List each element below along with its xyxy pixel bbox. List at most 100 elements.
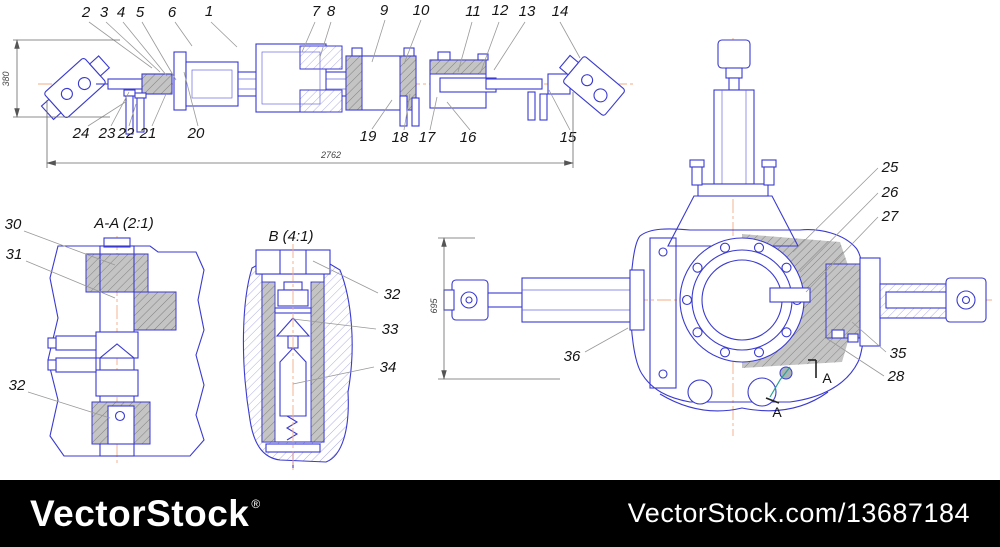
left-axle-arm — [443, 269, 645, 331]
mid-cone — [98, 343, 136, 359]
left-flange-plate — [649, 237, 677, 389]
callout-22: 22 — [117, 125, 135, 142]
callout-24: 24 — [72, 125, 90, 142]
bottom-loop-left — [687, 379, 713, 405]
vectorstock-logo: VectorStock® — [30, 493, 261, 535]
side-bolts — [47, 335, 97, 373]
section-cut-marks: A A — [765, 359, 832, 420]
callout-30: 30 — [5, 216, 22, 233]
callout-5: 5 — [136, 4, 145, 21]
cylinder-head-inner — [191, 69, 233, 99]
cut-plane-trace — [769, 366, 791, 398]
detail-b-title: B (4:1) — [268, 228, 313, 245]
central-housing — [255, 43, 343, 113]
callout-1: 1 — [205, 3, 213, 20]
kingpin-cap — [103, 237, 131, 248]
callout-28: 28 — [887, 368, 905, 385]
steering-cylinder-tower — [667, 89, 799, 287]
side-bearing-section — [133, 291, 177, 331]
grease-hole — [114, 410, 126, 422]
bottom-callout-leaders — [87, 71, 571, 131]
callout-23: 23 — [98, 125, 116, 142]
left-tie-rod — [107, 78, 145, 90]
callout-26: 26 — [881, 184, 899, 201]
center-lock-pins — [399, 95, 420, 127]
top-assembly-side-view — [38, 43, 634, 135]
right-axle-arm — [859, 257, 987, 347]
axle-housing-outline — [630, 228, 866, 403]
callout-25: 25 — [881, 159, 899, 176]
axle-assembly-technical-drawing: 2 3 4 5 6 1 7 8 9 10 11 12 13 14 — [1, 2, 992, 470]
callout-32-detail: 32 — [384, 286, 401, 303]
callout-27: 27 — [881, 208, 899, 225]
callout-21: 21 — [139, 125, 157, 142]
bolt-hole — [753, 242, 765, 253]
bottom-callout-numbers: 24 23 22 21 20 19 18 17 16 15 — [72, 125, 577, 146]
dim-695-label: 695 — [429, 298, 439, 314]
callout-11: 11 — [465, 3, 481, 20]
bolt-hole — [753, 347, 765, 358]
wheel-hub — [679, 237, 805, 363]
callout-36: 36 — [564, 348, 581, 365]
dimension-2762: 2762 — [46, 92, 574, 168]
callout-4: 4 — [117, 4, 125, 21]
top-callout-numbers: 2 3 4 5 6 1 7 8 9 10 11 12 13 14 — [81, 2, 569, 21]
registered-mark: ® — [251, 496, 261, 511]
section-aa-view: A-A (2:1) 30 31 32 — [5, 215, 205, 464]
callout-3: 3 — [100, 4, 109, 21]
flange-stack — [345, 47, 417, 111]
left-yoke-joint — [40, 55, 111, 121]
bolt-hole — [681, 294, 693, 306]
callout-20: 20 — [187, 125, 205, 142]
callout-9: 9 — [380, 2, 389, 19]
right-tie-rod — [485, 78, 543, 90]
right-cylinder — [429, 51, 497, 109]
detail-b-view: B (4:1) 3 — [242, 228, 401, 470]
cavity-wall-left — [261, 281, 276, 443]
callout-31: 31 — [6, 246, 23, 263]
callout-19: 19 — [360, 128, 377, 145]
left-lock-pins — [123, 89, 147, 135]
callout-2: 2 — [81, 4, 91, 21]
section-aa-title: A-A (2:1) — [93, 215, 153, 232]
left-coupling-section — [141, 73, 173, 95]
top-callout-leaders — [88, 19, 581, 81]
right-yoke-joint — [558, 54, 625, 116]
watermark-bar: VectorStock® VectorStock.com/13687184 — [0, 480, 1000, 547]
callout-13: 13 — [519, 3, 536, 20]
mount-plate — [173, 51, 187, 111]
bottom-loop-right — [747, 377, 777, 407]
dimension-695: 695 — [429, 237, 560, 380]
callout-33: 33 — [382, 321, 399, 338]
callout-15: 15 — [560, 129, 577, 146]
callout-17: 17 — [419, 129, 436, 146]
callout-10: 10 — [413, 2, 430, 19]
brand-text: VectorStock — [30, 492, 250, 534]
top-clevis — [717, 39, 751, 91]
callout-8: 8 — [327, 3, 336, 20]
cylinder-head-block — [185, 61, 239, 107]
callout-14: 14 — [552, 3, 569, 20]
bolt-hole — [692, 327, 703, 338]
housing-bottom-contour — [659, 391, 829, 412]
cut-label-lower: A — [772, 404, 782, 420]
callout-34: 34 — [380, 359, 397, 376]
cut-label-upper: A — [822, 370, 832, 386]
dim-2762-label: 2762 — [320, 150, 341, 160]
bolt-hole — [719, 347, 731, 358]
bolt-hole — [719, 242, 731, 253]
front-axle-view: A A 695 25 26 27 35 28 — [429, 38, 992, 436]
hub-key-detail — [769, 287, 811, 303]
front-view-leaders — [584, 167, 887, 377]
callout-12: 12 — [492, 2, 509, 19]
callout-35: 35 — [890, 345, 907, 362]
callout-7: 7 — [312, 3, 321, 20]
right-bearing-block — [825, 263, 861, 339]
vectorstock-image-url: VectorStock.com/13687184 — [627, 498, 970, 528]
bolt-hole — [692, 262, 703, 273]
callout-18: 18 — [392, 129, 409, 146]
bolt-hole — [781, 327, 792, 338]
right-lock-pins — [527, 91, 548, 121]
lower-bushing — [95, 369, 139, 397]
